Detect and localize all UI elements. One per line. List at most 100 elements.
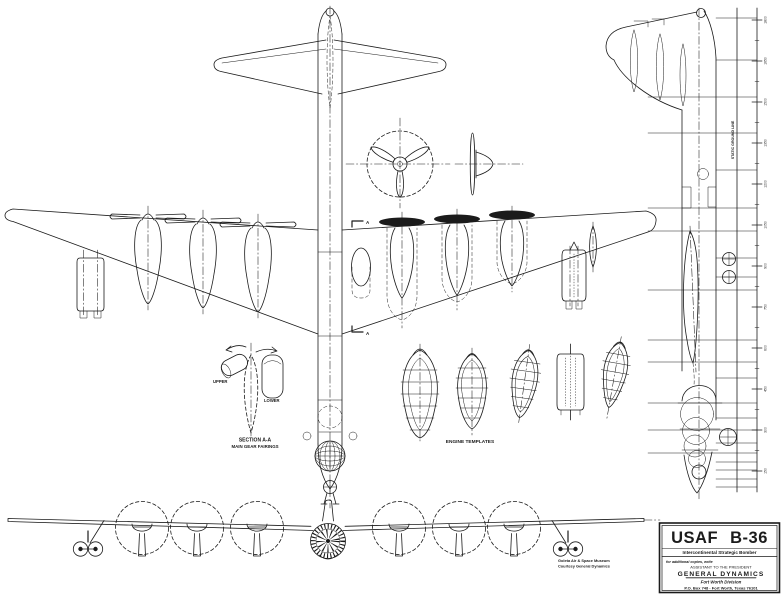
main-gear-right: [551, 520, 584, 557]
station-tick-label: 1650: [764, 57, 768, 65]
section-subtitle: MAIN GEAR FAIRINGS: [231, 444, 278, 449]
astrodome-outline: [317, 405, 343, 429]
credit-note: Goleta Air & Space Museum Courtesy Gener…: [558, 558, 610, 569]
lower-label: LOWER: [264, 398, 280, 403]
title-block-company: GENERAL DYNAMICS: [678, 571, 765, 578]
rotation-arrow-right: [255, 346, 278, 354]
prop-disc: [379, 217, 425, 227]
section-cut-top: [351, 220, 364, 228]
prop-disc: [434, 214, 480, 224]
credit-line1: Goleta Air & Space Museum: [558, 558, 610, 563]
credit-line2: Courtesy General Dynamics: [558, 564, 610, 569]
front-fin: [322, 499, 334, 522]
station-tick-label: 1500: [764, 98, 768, 106]
propeller-side-detail: [454, 132, 524, 196]
sight-blister-right: [348, 431, 358, 441]
right-wing: [341, 205, 657, 335]
prop-blade: [404, 146, 430, 163]
left-wing: [4, 205, 319, 335]
wing-section-outline: [243, 354, 259, 434]
upper-label: UPPER: [213, 379, 227, 384]
title-block-inner-border: [661, 525, 778, 591]
lower-fairing: [261, 354, 284, 399]
nacelle-left-middle: [164, 209, 242, 315]
station-grid-major: [647, 96, 758, 454]
station-tick-label: 600: [764, 345, 768, 351]
chin-fairing: [318, 554, 338, 560]
title-block-recipient: ASSISTANT TO THE PRESIDENT: [690, 565, 752, 570]
sight-blister-left: [302, 431, 312, 441]
side-view: STATIC GROUND LINE 1800 1650 1500 1350 1…: [605, 7, 768, 501]
station-ruler: 1800 1650 1500 1350 1200 1050 900 750 60…: [751, 7, 768, 493]
jet-pod-right: [561, 241, 587, 310]
prop-disc-circle: [230, 501, 284, 555]
main-gear-left: [72, 520, 105, 557]
prop-disc-circle: [170, 501, 224, 555]
front-fuselage: [310, 499, 346, 560]
prop-blade: [370, 146, 396, 163]
station-tick-label: 750: [764, 304, 768, 310]
gear-fairing-blister: A A: [351, 220, 371, 336]
nacelle-right-middle: [434, 208, 480, 311]
template-2: [455, 347, 489, 436]
plan-view: A A: [4, 5, 657, 509]
nacelle-right-inboard: [379, 211, 425, 329]
nose-greenhouse: [314, 440, 346, 472]
section-marker-a-top: A: [366, 220, 370, 225]
title-block-title: USAF B-36: [671, 529, 768, 547]
fuselage-plan: [302, 33, 358, 505]
rotation-arrow-left: [225, 345, 247, 353]
front-wing: [7, 518, 661, 531]
title-block-note: for additional copies, write: [666, 560, 713, 564]
front-view: [7, 499, 661, 560]
tail-turret-side: [696, 8, 706, 18]
station-grid-minor: [715, 17, 758, 488]
title-block-outer-border: [658, 522, 781, 594]
title-block: USAF B-36 Intercontinental Strategic Bom…: [658, 522, 781, 594]
station-tick-label: 1350: [764, 139, 768, 147]
section-title: SECTION A-A: [239, 438, 272, 444]
station-tick-label: 1200: [764, 180, 768, 188]
engine-templates-label: ENGINE TEMPLATES: [446, 439, 495, 445]
front-nacelles: [131, 523, 525, 557]
section-marker-a-bottom: A: [366, 331, 370, 336]
prop-blade: [396, 170, 404, 198]
fin-plan-outline: [326, 15, 334, 109]
vertical-fin: [605, 8, 717, 111]
jet-pod-left: [76, 249, 105, 319]
station-tick-label: 900: [764, 263, 768, 269]
nacelle-right-outboard: [489, 205, 535, 293]
nose-sections: [677, 385, 723, 494]
turret-circles: [719, 252, 737, 446]
nose-boom: [320, 492, 340, 505]
station-tick-label: 450: [764, 386, 768, 392]
prop-disc-circle: [115, 501, 169, 555]
nacelle-left-inboard: [219, 213, 297, 319]
section-aa-detail: UPPER LOWER SECTION A-A MAIN GEAR FAIRIN…: [213, 342, 284, 449]
engine-templates: ENGINE TEMPLATES: [400, 336, 631, 445]
station-tick-label: 1050: [764, 221, 768, 229]
greenhouse-spokes: [316, 529, 340, 553]
canopy-frame-ring: [310, 523, 346, 559]
title-block-subtitle: Intercontinental Strategic Bomber: [682, 550, 756, 555]
template-3: [509, 344, 542, 425]
prop-blade-side: [469, 132, 476, 196]
station-tick-label: 300: [764, 427, 768, 433]
spinner-cone: [475, 151, 494, 177]
station-tick-label: 150: [764, 468, 768, 474]
nacelle-left-outboard: [109, 205, 187, 311]
prop-disc-circle: [432, 501, 486, 555]
ground-line-label: STATIC GROUND LINE: [731, 120, 735, 159]
template-5: [601, 336, 631, 420]
prop-disc: [489, 210, 535, 220]
template-4-jet-pod: [556, 343, 585, 421]
wing-airfoil-section: [683, 225, 699, 386]
title-block-address: P.O. Box 748 · Fort Worth, Texas 76101: [684, 585, 758, 590]
template-1: [400, 343, 440, 444]
title-block-division: Fort Worth Division: [701, 580, 742, 585]
station-tick-label: 1800: [764, 16, 768, 24]
section-cut-bottom: [351, 325, 364, 333]
prop-disc-circle: [487, 501, 541, 555]
